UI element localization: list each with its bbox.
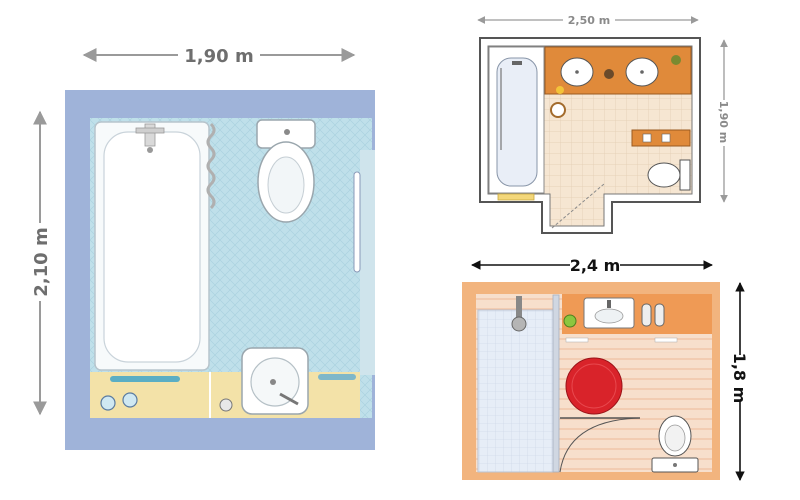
shower xyxy=(477,309,554,473)
drain-icon xyxy=(147,147,153,153)
bottle-icon xyxy=(122,392,138,408)
height-label: 1,90 m xyxy=(717,101,730,143)
dimension-width-left: 1,90 m xyxy=(82,43,356,67)
door-handle xyxy=(353,171,361,273)
door-opening xyxy=(360,150,375,375)
width-label: 2,50 m xyxy=(568,14,610,27)
bathtub xyxy=(94,121,210,371)
washbasin xyxy=(241,347,309,415)
plan-top-right: 2,50 m 1,90 m xyxy=(477,12,732,234)
toilet xyxy=(651,415,699,473)
door-swing xyxy=(551,183,605,229)
bottle-icon xyxy=(100,395,116,411)
rug xyxy=(565,357,623,415)
plant-icon xyxy=(671,55,681,65)
shelf xyxy=(631,129,691,147)
faucet-icon xyxy=(607,300,611,308)
door-swing xyxy=(559,417,641,473)
plan-left: 1,90 m 2,10 m xyxy=(28,43,375,450)
toilet xyxy=(256,119,316,223)
height-label: 1,8 m xyxy=(730,353,749,404)
faucet-icon xyxy=(279,392,299,406)
soap-icon xyxy=(556,86,564,94)
toilet xyxy=(647,159,691,191)
bottle-icon xyxy=(654,303,665,327)
basket-icon xyxy=(550,102,566,118)
faucet-icon xyxy=(144,123,156,147)
shower-pipe xyxy=(516,296,522,320)
plant-icon xyxy=(563,314,577,328)
plan-bottom-right: 2,4 m 1,8 m xyxy=(462,252,752,481)
showerhead-icon xyxy=(511,316,527,332)
jar-icon xyxy=(219,398,233,412)
towel xyxy=(110,376,180,382)
plant-icon xyxy=(604,69,614,79)
height-label: 2,10 m xyxy=(31,227,52,296)
bottle-icon xyxy=(641,303,652,327)
faucet-icon xyxy=(512,61,522,65)
shower-glass xyxy=(552,294,560,473)
width-label: 2,4 m xyxy=(570,256,621,275)
shower-curtain xyxy=(206,122,216,210)
width-label: 1,90 m xyxy=(184,46,253,67)
dimension-width-bottom-right: 2,4 m xyxy=(471,252,713,278)
dimension-height-top-right: 1,90 m xyxy=(716,39,732,203)
towel xyxy=(318,374,356,380)
dimension-width-top-right: 2,50 m xyxy=(477,12,699,28)
dimension-height-bottom-right: 1,8 m xyxy=(728,282,752,481)
dimension-height-left: 2,10 m xyxy=(28,110,52,416)
bath-mat xyxy=(497,193,535,201)
